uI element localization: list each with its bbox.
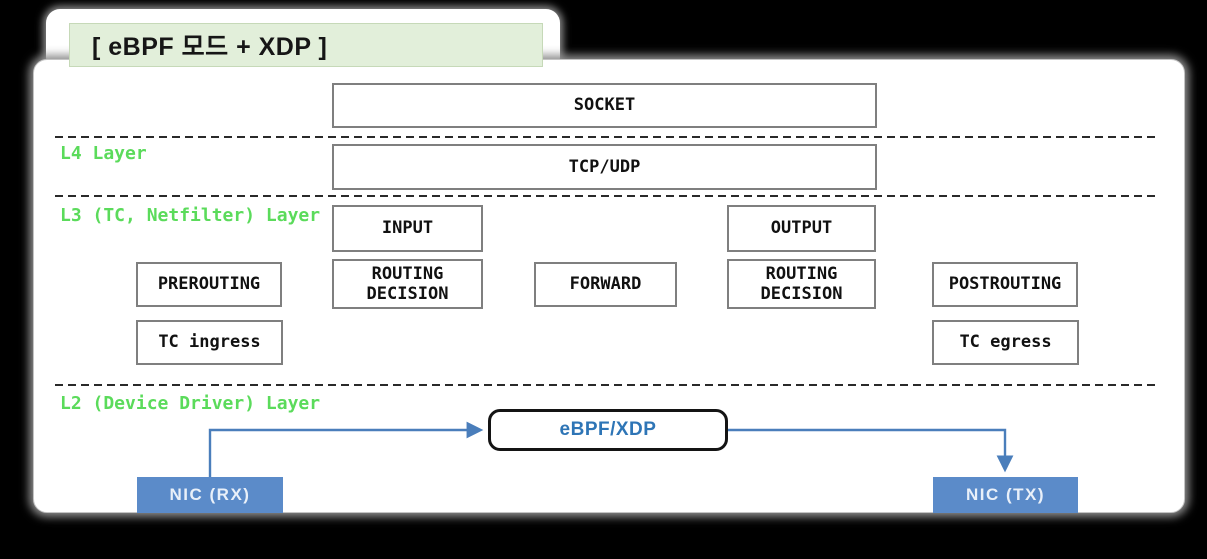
output-chain-box: OUTPUT: [727, 205, 876, 252]
layer-divider-l3: [55, 195, 1157, 198]
routing-decision-box-right: ROUTING DECISION: [727, 259, 876, 309]
diagram-title: [ eBPF 모드 + XDP ]: [69, 23, 543, 67]
l4-layer-label: L4 Layer: [60, 143, 147, 164]
tc-ingress-box: TC ingress: [136, 320, 283, 365]
socket-box: SOCKET: [332, 83, 877, 128]
nic-tx-node: NIC (TX): [933, 477, 1078, 513]
l2-layer-label: L2 (Device Driver) Layer: [60, 393, 321, 414]
prerouting-chain-box: PREROUTING: [136, 262, 282, 307]
routing-decision-box-left: ROUTING DECISION: [332, 259, 483, 309]
tc-egress-box: TC egress: [932, 320, 1079, 365]
layer-divider-l4: [55, 136, 1157, 139]
l3-layer-label: L3 (TC, Netfilter) Layer: [60, 205, 321, 226]
ebpf-xdp-node: eBPF/XDP: [488, 409, 728, 451]
forward-chain-box: FORWARD: [534, 262, 677, 307]
tcp-udp-box: TCP/UDP: [332, 144, 877, 190]
postrouting-chain-box: POSTROUTING: [932, 262, 1078, 307]
input-chain-box: INPUT: [332, 205, 483, 252]
layer-divider-l2: [55, 384, 1157, 387]
nic-rx-node: NIC (RX): [137, 477, 283, 513]
